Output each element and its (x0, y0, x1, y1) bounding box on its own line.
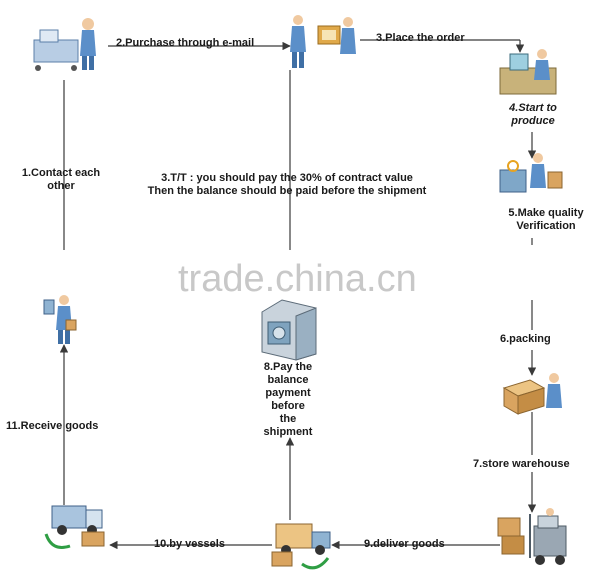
receiver-person-icon (43, 295, 77, 344)
step-3-label: 3.Place the order (376, 32, 465, 44)
factory-worker-icon (499, 49, 557, 95)
quality-check-icon (499, 153, 563, 193)
flow-connectors (59, 39, 537, 550)
bank-icon (261, 299, 317, 361)
fade-marks (56, 245, 540, 300)
email-person-icon (290, 15, 356, 68)
step-10-label: 10.by vessels (154, 538, 225, 550)
step-7-label: 7.store warehouse (473, 458, 570, 470)
forklift-warehouse-icon (497, 508, 567, 565)
tt-payment-note: 3.T/T : you should pay the 30% of contra… (147, 172, 427, 197)
step-2-label: 2.Purchase through e-mail (116, 37, 255, 49)
step-6-label: 6.packing (500, 333, 551, 345)
packing-icon (502, 373, 562, 415)
step-9-label: 9.deliver goods (364, 538, 445, 550)
customer-desk-icon (33, 18, 96, 71)
truck-icon (271, 523, 331, 570)
watermark: trade.china.cn (178, 258, 417, 300)
step-11-label: 11.Receive goods (6, 420, 99, 432)
truck-icon-left (44, 505, 105, 549)
